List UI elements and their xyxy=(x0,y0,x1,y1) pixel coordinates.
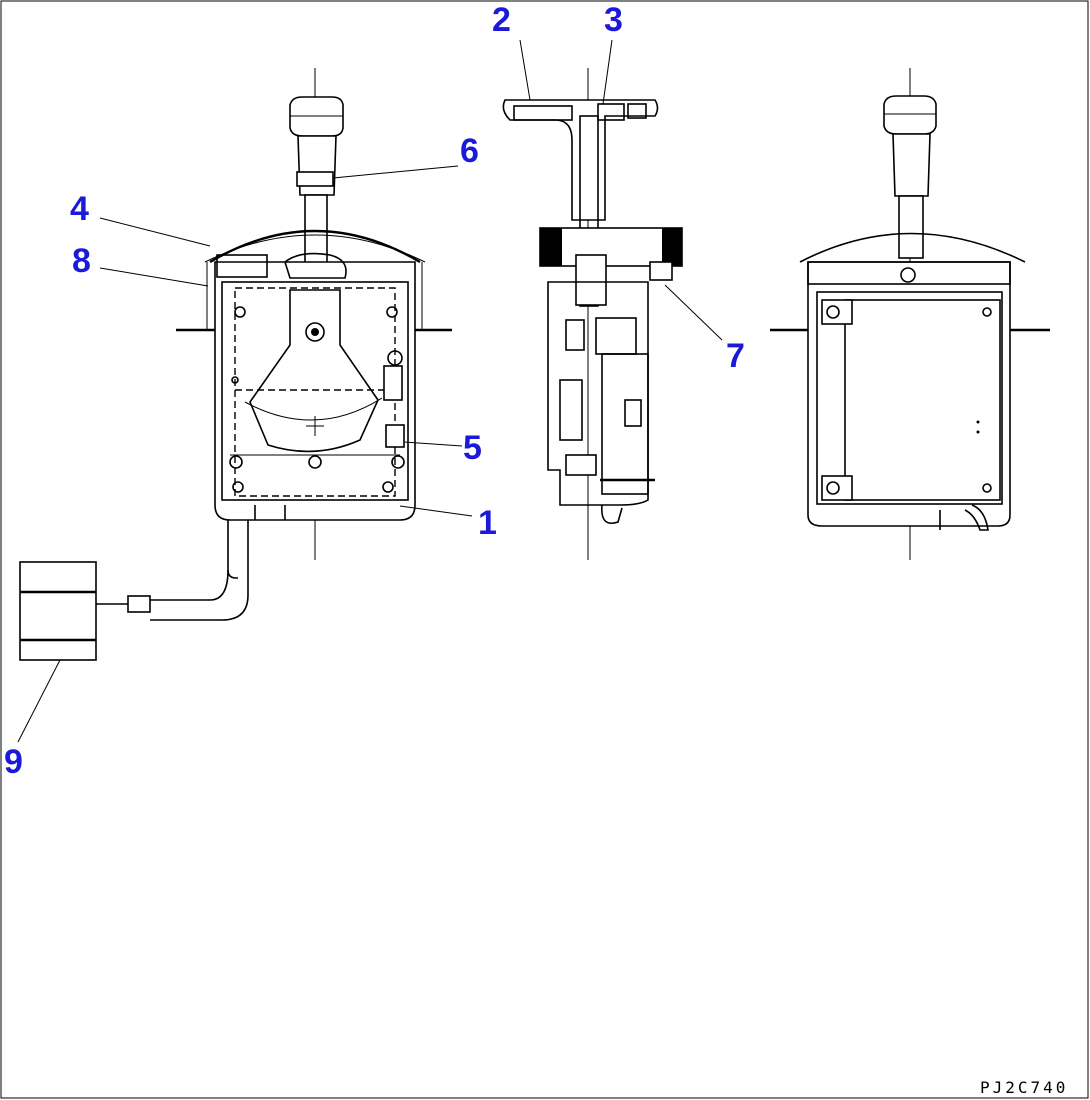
callout-5: 5 xyxy=(463,429,482,467)
rear-bolt-br xyxy=(982,483,992,493)
bolt-br xyxy=(391,455,405,469)
solenoid xyxy=(595,317,637,355)
part-9-block xyxy=(19,561,97,661)
side-housing xyxy=(547,281,649,506)
part-7-clip xyxy=(649,261,673,281)
switch-2 xyxy=(513,105,573,121)
cover-plate-left xyxy=(216,254,268,278)
lever-boot xyxy=(284,252,347,279)
rear-pivot xyxy=(900,267,916,283)
rear-clip-bottom xyxy=(821,475,853,501)
rear-panel xyxy=(816,291,1003,505)
rear-box xyxy=(807,261,1011,527)
leader-2 xyxy=(519,39,531,101)
rivet-l xyxy=(231,376,239,384)
top-cover-arc-inner xyxy=(204,234,426,263)
side-shaft xyxy=(579,115,599,307)
callout-6: 6 xyxy=(460,132,479,170)
leader-9 xyxy=(17,659,61,743)
side-view xyxy=(502,68,683,560)
pivot-bolt-center xyxy=(311,328,319,336)
leader-3 xyxy=(602,39,613,105)
bolt-lower-r xyxy=(382,481,394,493)
callout-3: 3 xyxy=(604,1,623,39)
leader-6 xyxy=(332,165,459,179)
upper-nut xyxy=(565,319,585,351)
cable-connector xyxy=(127,595,151,613)
rear-bolt-tr xyxy=(982,307,992,317)
side-bracket xyxy=(575,254,607,306)
rear-bolt-bl xyxy=(826,481,840,495)
cable-outer xyxy=(150,520,249,621)
leader-5 xyxy=(403,441,463,447)
switch-5 xyxy=(385,424,405,448)
leader-8 xyxy=(99,267,209,287)
rear-view xyxy=(770,68,1050,560)
gate-sector xyxy=(249,289,379,453)
limit-switch xyxy=(383,365,403,401)
callout-4: 4 xyxy=(70,190,89,228)
switch-roller xyxy=(387,350,403,366)
mount-block-left xyxy=(540,228,562,266)
rear-inner-panel xyxy=(844,299,1001,501)
switch-3 xyxy=(597,103,625,121)
bolt-lower-l xyxy=(232,481,244,493)
rear-shaft xyxy=(898,195,924,259)
gate-arc xyxy=(244,397,383,421)
switch-6 xyxy=(296,171,334,187)
rear-cover-arc xyxy=(799,232,1026,263)
bolt-tl xyxy=(234,306,246,318)
cable-inner xyxy=(150,569,229,601)
rear-top-band xyxy=(807,261,1011,285)
side-plate xyxy=(601,353,649,495)
bolt-bc xyxy=(308,455,322,469)
handle-tip xyxy=(627,103,647,119)
mount-block-right xyxy=(662,228,682,266)
cable-top xyxy=(227,520,238,579)
bolt-bl xyxy=(229,455,243,469)
leader-lines xyxy=(17,39,723,743)
callout-2: 2 xyxy=(492,1,511,39)
callout-8: 8 xyxy=(72,242,91,280)
side-detail xyxy=(624,399,642,427)
mount-block xyxy=(539,227,683,267)
rear-grip xyxy=(892,133,931,197)
rear-bolt-tl xyxy=(826,305,840,319)
callout-7: 7 xyxy=(726,337,745,375)
drawing-code: PJ2C740 xyxy=(980,1078,1068,1097)
inner-plate xyxy=(221,281,409,501)
rear-cable xyxy=(939,504,989,531)
rear-dot-b xyxy=(976,430,980,434)
side-cable-end xyxy=(601,504,623,524)
callout-9: 9 xyxy=(4,743,23,781)
spring-assy xyxy=(559,379,583,441)
lower-nut xyxy=(565,454,597,476)
bolt-tr xyxy=(386,306,398,318)
front-view xyxy=(19,68,452,661)
rear-dot-a xyxy=(976,420,980,424)
callout-labels: 1 2 3 4 5 6 7 8 9 xyxy=(4,1,745,781)
callout-1: 1 xyxy=(478,504,497,542)
leader-4 xyxy=(99,217,211,247)
leader-1 xyxy=(399,505,473,517)
rear-knob xyxy=(883,95,937,135)
leader-7 xyxy=(664,284,723,341)
